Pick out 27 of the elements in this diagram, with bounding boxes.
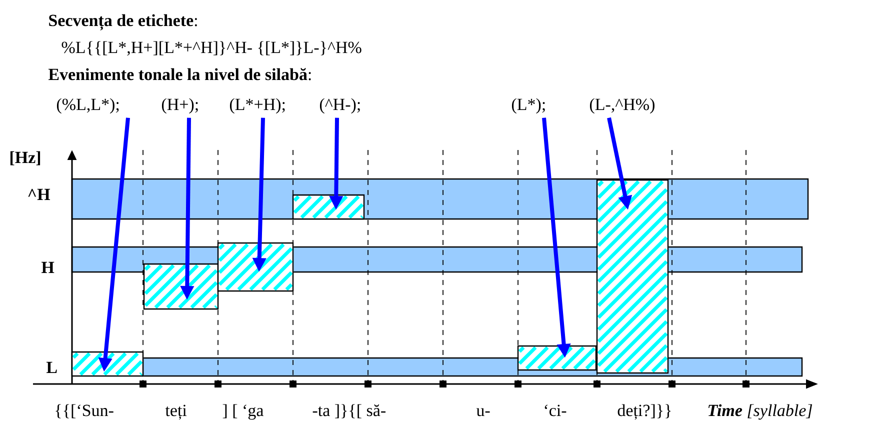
axis-title: Time [syllable] (708, 404, 812, 420)
tone-event-label: (H+); (162, 98, 198, 114)
syllable-label: deți?]}} (618, 404, 671, 420)
axis-label: H (42, 262, 54, 273)
axis-label: [Hz] (10, 151, 40, 166)
tone-event-label: (%L,L*); (56, 98, 119, 114)
tone-event-label: (^H-); (320, 98, 360, 114)
syllable-label: {{[‘Sun- (56, 404, 114, 418)
label-sequence: %L{{[L*,H+][L*+^H]}^H- {[L*]}L-}^H% (62, 41, 362, 56)
syllable-label: ‘ci- (544, 404, 566, 416)
syllable-label: ] [ ‘ga (222, 404, 264, 420)
tone-event-label: (L*+H); (230, 98, 285, 114)
annotation-text: Secvența de etichete: (49, 14, 197, 30)
tone-event-label: (L-,^H%) (590, 98, 654, 114)
tone-event-box (596, 179, 669, 374)
annotation-text: Evenimente tonale la nivel de silabă: (48, 68, 311, 80)
axis-label: ^H (28, 188, 50, 200)
tone-event-box (217, 242, 294, 292)
syllable-label: -ta ]}{[ să- (312, 404, 386, 418)
tone-event-label: (L*); (512, 98, 545, 114)
tone-event-box (71, 351, 144, 377)
tone-event-box (143, 263, 219, 310)
tone-event-box (292, 194, 365, 220)
tone-event-box (517, 345, 597, 371)
syllable-label: teți (165, 404, 187, 420)
syllable-label: u- (476, 408, 490, 416)
axis-label: L (46, 362, 57, 373)
